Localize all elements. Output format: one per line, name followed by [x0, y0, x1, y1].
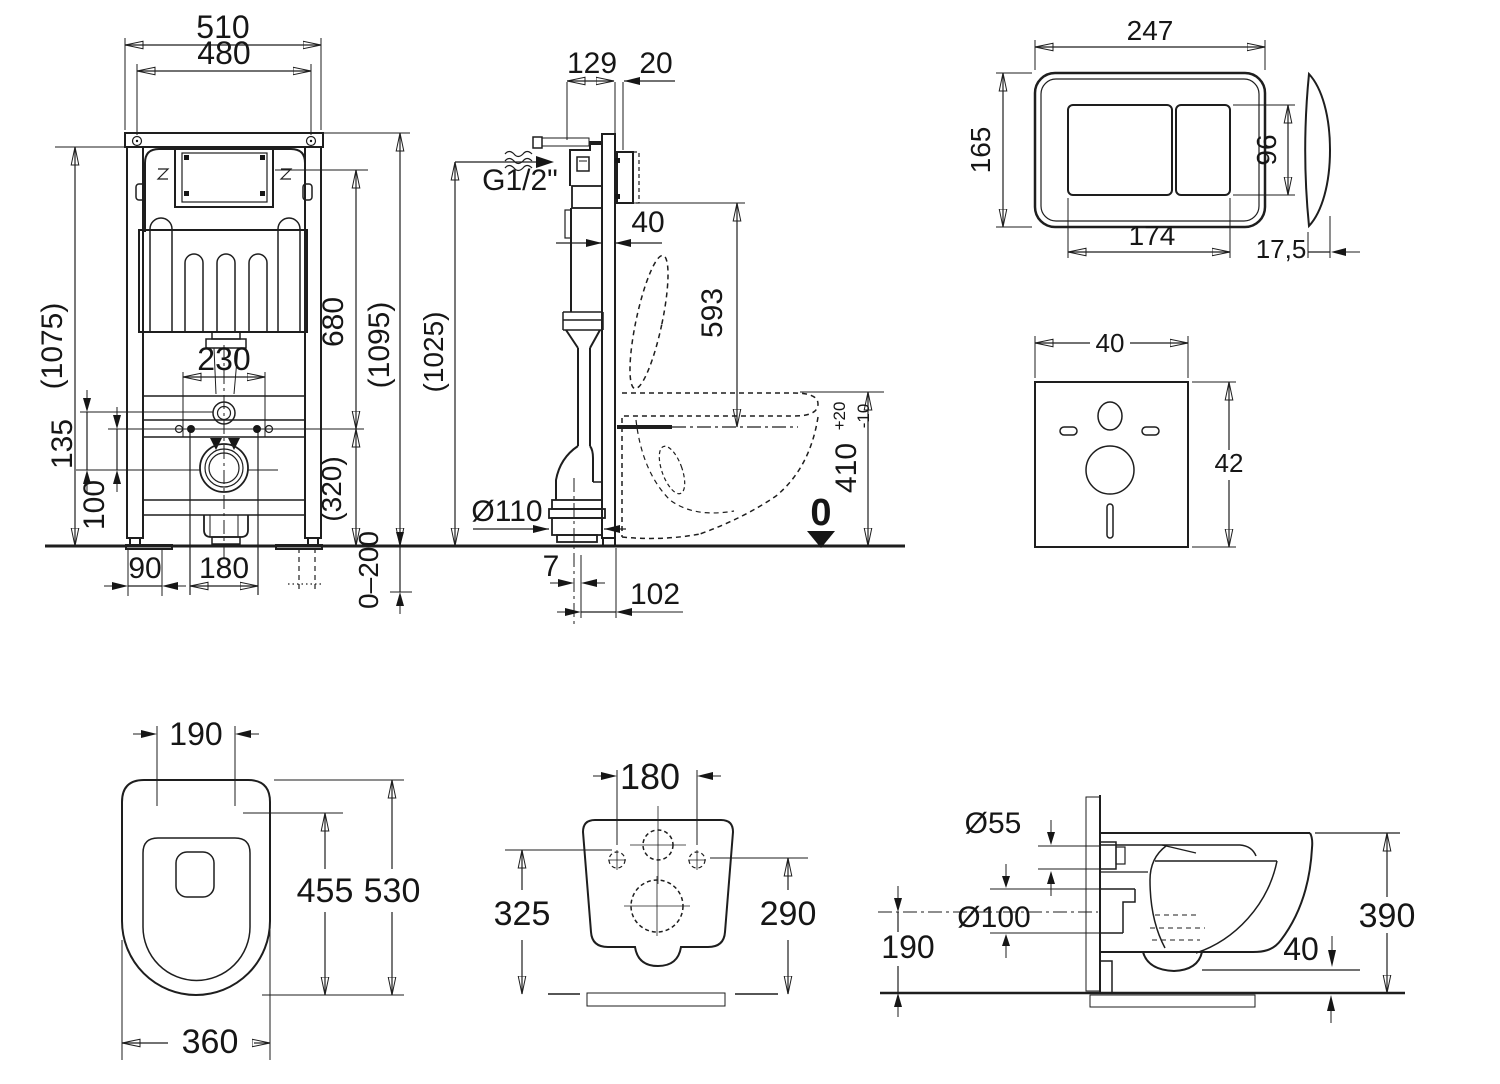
dim-129-label: 129 [567, 47, 617, 80]
dim-290-label: 290 [760, 895, 817, 933]
pad-slot-bottom [1106, 503, 1114, 539]
bowl-rear-holes [608, 806, 706, 936]
dim-530-label: 530 [364, 872, 421, 910]
dim-593-label: 593 [696, 288, 729, 338]
dim-325-label: 325 [494, 895, 551, 933]
floor-level-zero-label: 0 [810, 492, 831, 534]
dim-410-label-group: 410 +20 -10 [830, 402, 873, 493]
frame-front-view: 510 480 (1075) (1095) 680 (320) 230 135 … [36, 9, 412, 614]
pad-inlet-hole [1097, 401, 1123, 431]
sound-pad-view: 40 42 [1034, 328, 1244, 548]
dim-180-label: 180 [199, 552, 249, 585]
flush-plate-view: 247 165 174 96 17,5 [965, 15, 1360, 264]
water-supply: G1/2" [455, 150, 558, 197]
install-bowl-profile [878, 832, 1314, 993]
install-dimensions: Ø55 Ø100 190 40 390 [881, 807, 1415, 1023]
bowl-rear-view: 180 325 290 [494, 756, 817, 1007]
bowl-installed-view: Ø55 Ø100 190 40 390 [878, 795, 1415, 1023]
pad-drain-hole [1085, 445, 1135, 495]
dim-410-tolminus-label: -10 [854, 404, 873, 429]
cistern-side [548, 143, 606, 625]
bowl-rear-ground [548, 992, 778, 1007]
dim-480-label: 480 [197, 35, 250, 71]
frame-side-dimensions: 129 20 (1025) 40 593 Ø110 410 +20 -10 0 … [418, 47, 884, 618]
frame-front-dimensions: 510 480 (1075) (1095) 680 (320) 230 135 … [36, 9, 412, 614]
bowl-top-dimensions: 190 455 530 360 [121, 716, 421, 1061]
bowl-top-outline [121, 779, 271, 996]
dim-90-label: 90 [128, 552, 161, 585]
dim-247-label: 247 [1127, 15, 1174, 46]
dim-455-label: 455 [297, 872, 354, 910]
dim-install-190-label: 190 [881, 929, 934, 965]
dim-360-label: 360 [182, 1023, 239, 1061]
flush-plate-thickness-dim: 17,5 [1256, 216, 1360, 264]
dim-320-label: (320) [316, 456, 347, 521]
dim-g12-label: G1/2" [482, 164, 558, 197]
bowl-rear-outline [581, 819, 735, 968]
dim-0-200-label: 0–200 [353, 531, 384, 609]
dim-bowl-190-label: 190 [169, 716, 222, 752]
dim-175-label: 17,5 [1256, 234, 1307, 264]
flush-button-small [1175, 104, 1231, 196]
sound-pad-dimensions: 40 42 [1034, 328, 1244, 548]
dim-7-label: 7 [543, 550, 560, 583]
dim-1095-label: (1095) [363, 302, 396, 389]
dim-510-label: 510 [196, 9, 249, 45]
dim-102-label: 102 [630, 578, 680, 611]
flush-plate-outline [1033, 71, 1267, 229]
dim-100-label: 100 [78, 480, 111, 530]
dim-410-label: 410 [830, 443, 863, 493]
dim-174-label: 174 [1129, 220, 1176, 251]
flush-plate-profile [1304, 71, 1332, 229]
dim-135-label: 135 [46, 419, 79, 469]
dim-55-label: Ø55 [965, 807, 1022, 840]
bowl-top-view: 190 455 530 360 [121, 716, 421, 1061]
dim-pad-40-label: 40 [1096, 328, 1125, 358]
dim-96-label: 96 [1251, 134, 1282, 165]
dim-230-label: 230 [197, 341, 250, 377]
flush-button-large [1067, 104, 1173, 196]
pad-slot-right [1141, 426, 1160, 436]
dim-390-label: 390 [1359, 897, 1416, 935]
dim-110-label: Ø110 [471, 495, 542, 528]
wall-hung-bowl-dashed [617, 254, 819, 540]
frame-side-view: G1/2" 129 20 (1025) 40 593 Ø110 410 +20 … [418, 47, 884, 625]
dim-410-tolplus-label: +20 [830, 402, 849, 431]
install-wall-floor [880, 795, 1405, 1008]
dim-1075-label: (1075) [36, 303, 69, 390]
bowl-rear-dimensions: 180 325 290 [494, 756, 817, 994]
sound-pad-outline [1034, 381, 1189, 548]
flush-plate-dimensions: 247 165 174 96 [965, 15, 1295, 258]
cistern-front [135, 147, 313, 349]
dim-100-dia-label: Ø100 [957, 901, 1030, 934]
dim-pad-42-label: 42 [1215, 448, 1244, 478]
frame-side-rail [532, 133, 640, 547]
dim-165-label: 165 [965, 127, 996, 174]
dim-20-label: 20 [639, 47, 672, 80]
dim-install-40-label: 40 [1283, 931, 1319, 967]
dim-rear-180-label: 180 [620, 756, 680, 797]
pad-slot-left [1059, 426, 1078, 436]
dim-1025-label: (1025) [418, 312, 449, 393]
dim-40-side-label: 40 [631, 206, 664, 239]
dim-680-label: 680 [317, 297, 350, 347]
